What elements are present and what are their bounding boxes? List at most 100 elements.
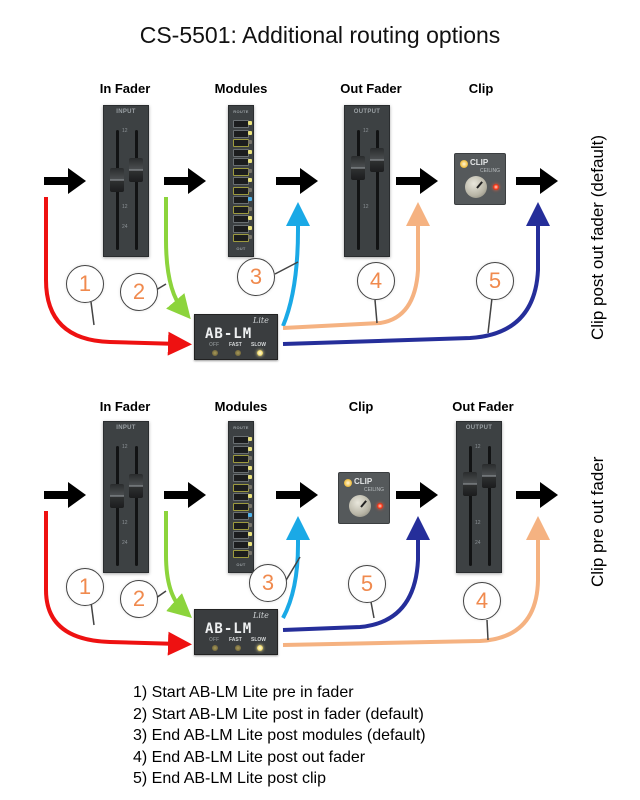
route-badge-5: 5 (476, 262, 514, 300)
clip-label: CLIP (470, 158, 489, 167)
module-slot[interactable] (233, 502, 249, 511)
column-label: Clip (468, 81, 494, 96)
module-slot[interactable] (233, 474, 249, 482)
module-slot[interactable] (233, 148, 249, 157)
module-slot[interactable] (233, 177, 249, 185)
module-slot[interactable] (233, 493, 249, 501)
input-fader-panel: INPUT 12 12 24 (103, 105, 149, 257)
scale-tick: 24 (122, 540, 128, 546)
input-fader-label: INPUT (116, 425, 136, 431)
fader-handle-right[interactable] (129, 474, 143, 498)
flow-arrow (164, 482, 206, 508)
route-1-top (44, 197, 192, 356)
fader-handle-right[interactable] (370, 148, 384, 172)
column-label: Modules (214, 399, 268, 414)
module-led (248, 494, 252, 498)
legend-item: 4) End AB-LM Lite post out fader (133, 748, 366, 766)
module-slot[interactable] (233, 186, 249, 195)
ablm-slow-button[interactable] (257, 645, 263, 651)
module-slot[interactable] (233, 224, 249, 233)
fader-track-right (135, 446, 138, 566)
fader-track-left (469, 446, 472, 566)
ablm-option-off: OFF (209, 342, 219, 348)
route-badge-2: 2 (120, 580, 158, 618)
module-led (248, 121, 252, 125)
module-slot[interactable] (233, 483, 249, 492)
ablm-lite-label: Lite (253, 611, 269, 620)
ablm-lite-label: Lite (253, 316, 269, 325)
module-slot[interactable] (233, 205, 249, 214)
fader-handle-right[interactable] (482, 464, 496, 488)
fader-track-right (376, 130, 379, 250)
ablm-slow-button[interactable] (257, 350, 263, 356)
fader-handle-left[interactable] (110, 484, 124, 508)
scale-tick: 12 (363, 128, 369, 134)
ablm-option-slow: SLOW (251, 342, 266, 348)
knob-indicator (360, 500, 367, 508)
module-slot[interactable] (233, 139, 249, 147)
scale-tick: 12 (475, 520, 481, 526)
route-badge-1: 1 (66, 265, 104, 303)
output-fader-panel: OUTPUT 12 12 (344, 105, 390, 257)
module-slot[interactable] (233, 540, 249, 549)
route-4-bottom (282, 516, 550, 647)
route-badge-3: 3 (249, 564, 287, 602)
ablm-off-button[interactable] (212, 645, 218, 651)
fader-handle-right[interactable] (129, 158, 143, 182)
module-slot[interactable] (233, 464, 249, 473)
column-label: In Fader (99, 399, 151, 414)
clip-ceiling-knob[interactable] (465, 176, 487, 198)
module-slot[interactable] (233, 550, 249, 558)
module-led (248, 235, 252, 239)
clip-enable-led[interactable] (460, 160, 468, 168)
ablm-fast-button[interactable] (235, 350, 241, 356)
fader-handle-left[interactable] (463, 472, 477, 496)
fader-handle-left[interactable] (351, 156, 365, 180)
module-slot[interactable] (233, 455, 249, 463)
scale-tick: 12 (122, 444, 128, 450)
module-led (248, 206, 252, 211)
column-label: Out Fader (340, 81, 402, 96)
route-badge-4: 4 (463, 582, 501, 620)
clip-ceiling-label: CEILING (364, 487, 385, 493)
module-slot[interactable] (233, 215, 249, 223)
module-slot[interactable] (233, 120, 249, 128)
scale-tick: 12 (363, 204, 369, 210)
module-slot[interactable] (233, 167, 249, 176)
module-slot[interactable] (233, 158, 249, 166)
legend-item: 1) Start AB-LM Lite pre in fader (133, 684, 354, 701)
module-led (248, 437, 252, 441)
module-slot[interactable] (233, 521, 249, 530)
diagram-title: CS-5501: Additional routing options (139, 22, 501, 48)
ablm-option-slow: SLOW (251, 637, 266, 643)
route-badge-5: 5 (348, 565, 386, 603)
module-slot[interactable] (233, 531, 249, 539)
legend-item: 2) Start AB-LM Lite post in fader (defau… (133, 705, 424, 723)
module-led (248, 465, 252, 470)
knob-indicator (476, 181, 483, 189)
module-slot[interactable] (233, 445, 249, 454)
ablm-option-off: OFF (209, 637, 219, 643)
ablm-off-button[interactable] (212, 350, 218, 356)
fader-track-right (135, 130, 138, 250)
flow-arrow (396, 168, 438, 194)
clip-enable-led[interactable] (344, 479, 352, 487)
route-badge-4: 4 (357, 262, 395, 300)
ablm-lite-panel: Lite AB-LM OFF FAST SLOW (194, 314, 278, 360)
module-slot[interactable] (233, 196, 249, 204)
route-2-top (164, 197, 191, 320)
module-slot[interactable] (233, 512, 249, 520)
route-badge-3: 3 (237, 258, 275, 296)
ablm-fast-button[interactable] (235, 645, 241, 651)
flow-arrow (516, 168, 558, 194)
module-slot[interactable] (233, 234, 249, 242)
fader-handle-left[interactable] (110, 168, 124, 192)
module-slot[interactable] (233, 436, 249, 444)
clip-ceiling-knob[interactable] (349, 495, 371, 517)
legend-item: 3) End AB-LM Lite post modules (default) (133, 727, 426, 744)
module-slot[interactable] (233, 129, 249, 138)
module-led (248, 541, 252, 546)
modules-out-label: OUT (236, 246, 246, 251)
ablm-option-fast: FAST (229, 342, 242, 348)
